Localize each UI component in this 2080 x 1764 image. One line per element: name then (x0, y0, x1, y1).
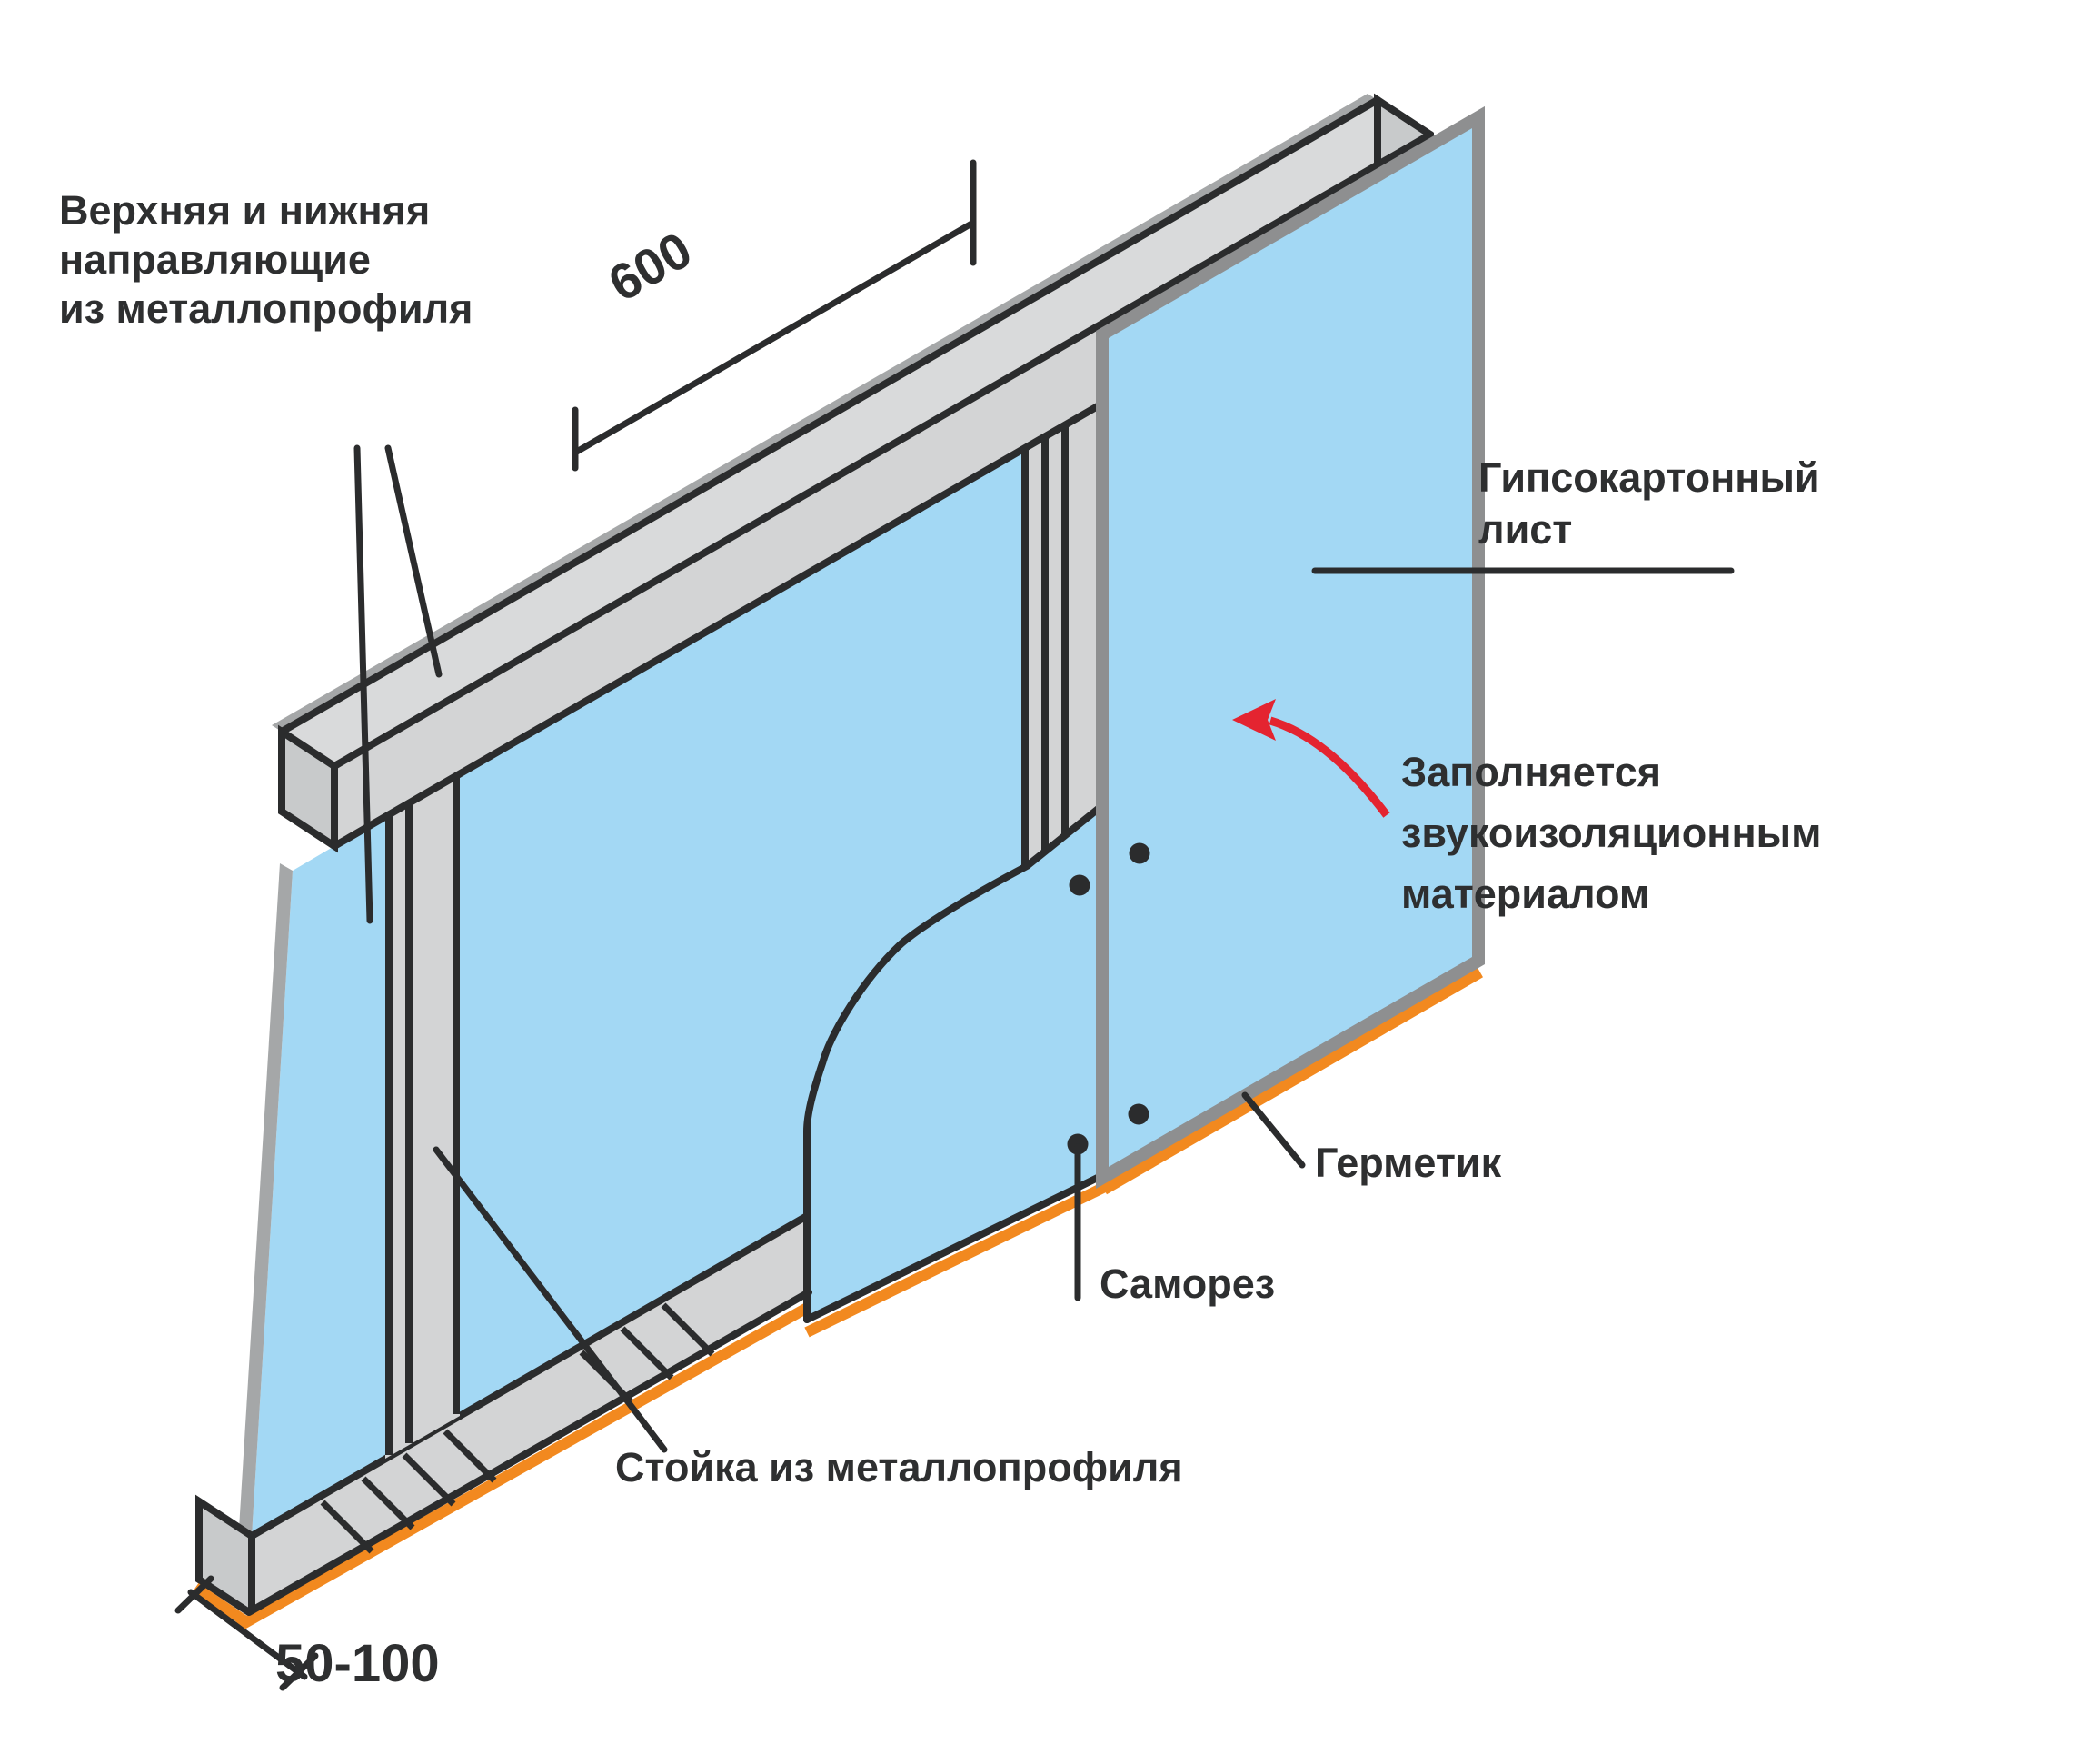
dimension-wall-thickness: 50-100 (174, 1575, 440, 1693)
thickness-dimension-line (187, 1589, 308, 1680)
bottom-track-bottom-edge (245, 1289, 812, 1616)
screw-dot (1069, 874, 1090, 896)
screw-dot (1128, 1103, 1149, 1125)
label-screw: Саморез (1074, 1143, 1275, 1307)
torn-piece-bottom-edge (803, 1170, 1110, 1323)
stud-middle (1021, 401, 1105, 868)
label-stud: Стойка из металлопрофиля (433, 1146, 1183, 1490)
label-drywall-sheet: Гипсокартонный лист (1311, 454, 1820, 574)
insulation-and-front-sheet (252, 403, 1105, 1536)
top-guides-label-line2: направляющие (59, 236, 371, 283)
label-sealant: Герметик (1241, 1091, 1502, 1186)
insulation-label-line2: звукоизоляционным (1401, 810, 1821, 856)
top-track-front-top-edge (331, 131, 1434, 770)
sealant-line-under-sheet (1101, 967, 1483, 1195)
label-top-guides: Верхняя и нижняя направляющие из металло… (59, 187, 473, 924)
drywall-sheet (1096, 105, 1485, 1195)
label-insulation: Заполняется звукоизоляционным материалом (1401, 749, 1821, 917)
top-guides-leader-line-2 (384, 444, 443, 678)
bottom-track (192, 1212, 812, 1632)
torn-sheet-edge (803, 800, 1109, 1323)
bottom-track-top-edge (248, 1212, 811, 1540)
top-guides-leader-line-1 (353, 444, 373, 924)
left-edge-sliver (239, 863, 293, 1536)
insulation-label-line3: материалом (1401, 871, 1649, 917)
top-track-top-face (282, 100, 1430, 766)
sealant-line-bottom-left-end (192, 1583, 252, 1628)
top-track-back-sliver (272, 94, 1378, 732)
red-curved-arrow-icon (1232, 699, 1390, 818)
sealant-line-bottom-track (235, 1301, 811, 1632)
dimension-600-label: 600 (599, 220, 701, 312)
sealant-label: Герметик (1315, 1140, 1502, 1186)
stud-label: Стойка из металлопрофиля (615, 1444, 1183, 1490)
top-guides-label-line3: из металлопрофиля (59, 285, 473, 332)
sealant-leader-line (1241, 1091, 1306, 1169)
thickness-tick-left (174, 1575, 214, 1614)
dimension-50-100-label: 50-100 (275, 1634, 440, 1693)
drywall-label-line1: Гипсокартонный (1478, 454, 1820, 501)
stud-left (385, 774, 460, 1459)
insulation-label-line1: Заполняется (1401, 749, 1661, 795)
drywall-sheet-face (1102, 117, 1478, 1178)
drywall-sheet-border (1096, 105, 1485, 1190)
screw-label: Саморез (1100, 1261, 1275, 1307)
top-track-back-top-edge (278, 96, 1381, 735)
screw-dots (1067, 842, 1150, 1155)
top-guides-label-line1: Верхняя и нижняя (59, 187, 430, 234)
wall-blue-area (239, 403, 1105, 1536)
stud-leader-line (433, 1146, 668, 1453)
sealant-line-torn-piece (804, 1179, 1113, 1338)
dimension-line (572, 219, 977, 456)
bottom-track-front-leg (252, 1216, 807, 1614)
drywall-label-line2: лист (1478, 506, 1572, 553)
thickness-tick-right (279, 1652, 319, 1691)
screw-dot (1129, 842, 1150, 864)
